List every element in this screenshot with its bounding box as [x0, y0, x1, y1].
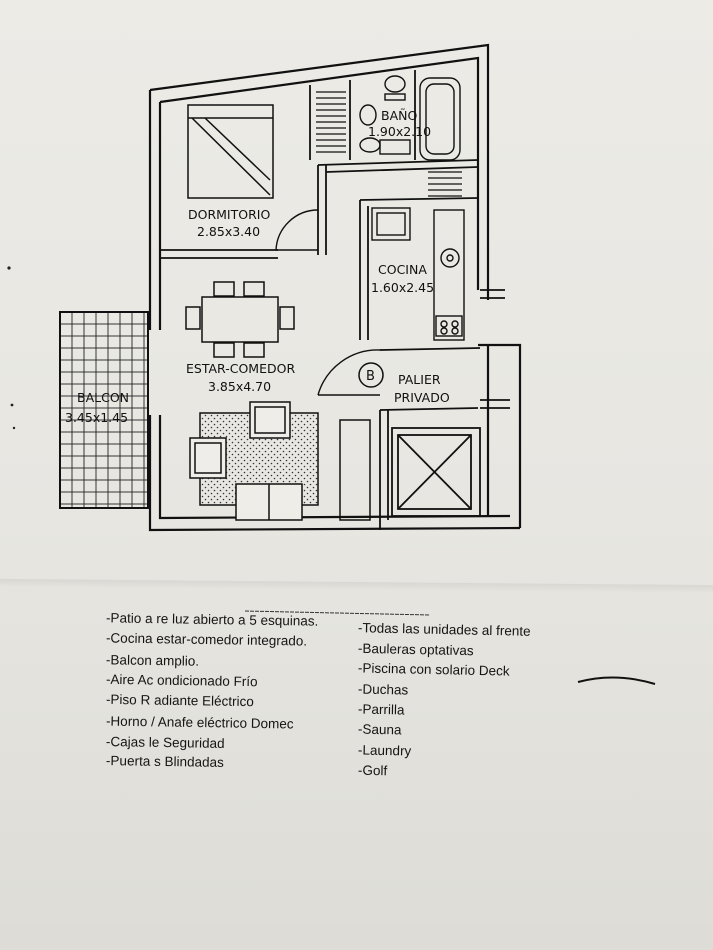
balcon-size: 3.45x1.45 — [65, 410, 128, 425]
features-section: -Patio a re luz abierto a 5 esquinas. -C… — [0, 600, 713, 950]
estar-size: 3.85x4.70 — [208, 379, 271, 394]
list-item: -Bauleras optativas — [357, 640, 474, 659]
list-item: -Parrilla — [357, 701, 405, 718]
door-swings — [275, 209, 381, 396]
list-item: -Piso R adiante Eléctrico — [105, 691, 254, 710]
balcony-tiles — [59, 311, 149, 509]
feature-decorations — [244, 610, 656, 685]
bano-name: BAÑO — [381, 108, 417, 123]
kitchen-fixtures — [371, 207, 465, 341]
bathroom-fixtures — [359, 75, 461, 161]
closet-hatch — [316, 91, 462, 197]
list-item: -Laundry — [357, 742, 412, 759]
palier-marker — [358, 362, 384, 388]
cocina-size: 1.60x2.45 — [371, 280, 434, 295]
room-labels: DORMITORIO 2.85x3.40 BAÑO 1.90x2.10 COCI… — [65, 108, 450, 425]
palier-marker-label: B — [366, 369, 375, 384]
elevator-core — [391, 427, 481, 517]
list-item: -Aire Ac ondicionado Frío — [105, 671, 258, 690]
palier-line1: PALIER — [398, 372, 441, 387]
estar-name: ESTAR-COMEDOR — [186, 361, 295, 376]
palier-line2: PRIVADO — [394, 390, 450, 405]
dormitorio-size: 2.85x3.40 — [197, 224, 260, 239]
bed — [187, 104, 274, 199]
balcon-name: BALCON — [77, 390, 129, 405]
floor-plan: DORMITORIO 2.85x3.40 BAÑO 1.90x2.10 COCI… — [7, 43, 522, 532]
living-furniture — [189, 401, 371, 521]
list-item: -Balcon amplio. — [105, 652, 200, 669]
list-item: -Cocina estar-comedor integrado. — [105, 630, 308, 649]
list-item: -Horno / Anafe eléctrico Domec — [105, 713, 294, 732]
bano-size: 1.90x2.10 — [368, 124, 431, 139]
list-item: -Piscina con solario Deck — [357, 660, 510, 679]
dormitorio-name: DORMITORIO — [188, 207, 270, 222]
list-item: -Golf — [357, 762, 388, 779]
list-item: -Duchas — [357, 681, 409, 698]
paper-specks — [7, 266, 16, 430]
list-item: -Sauna — [357, 721, 402, 738]
list-item: -Puerta s Blindadas — [105, 753, 224, 770]
list-item: -Cajas le Seguridad — [105, 734, 225, 751]
cocina-name: COCINA — [378, 262, 427, 277]
dining-table — [185, 281, 295, 358]
